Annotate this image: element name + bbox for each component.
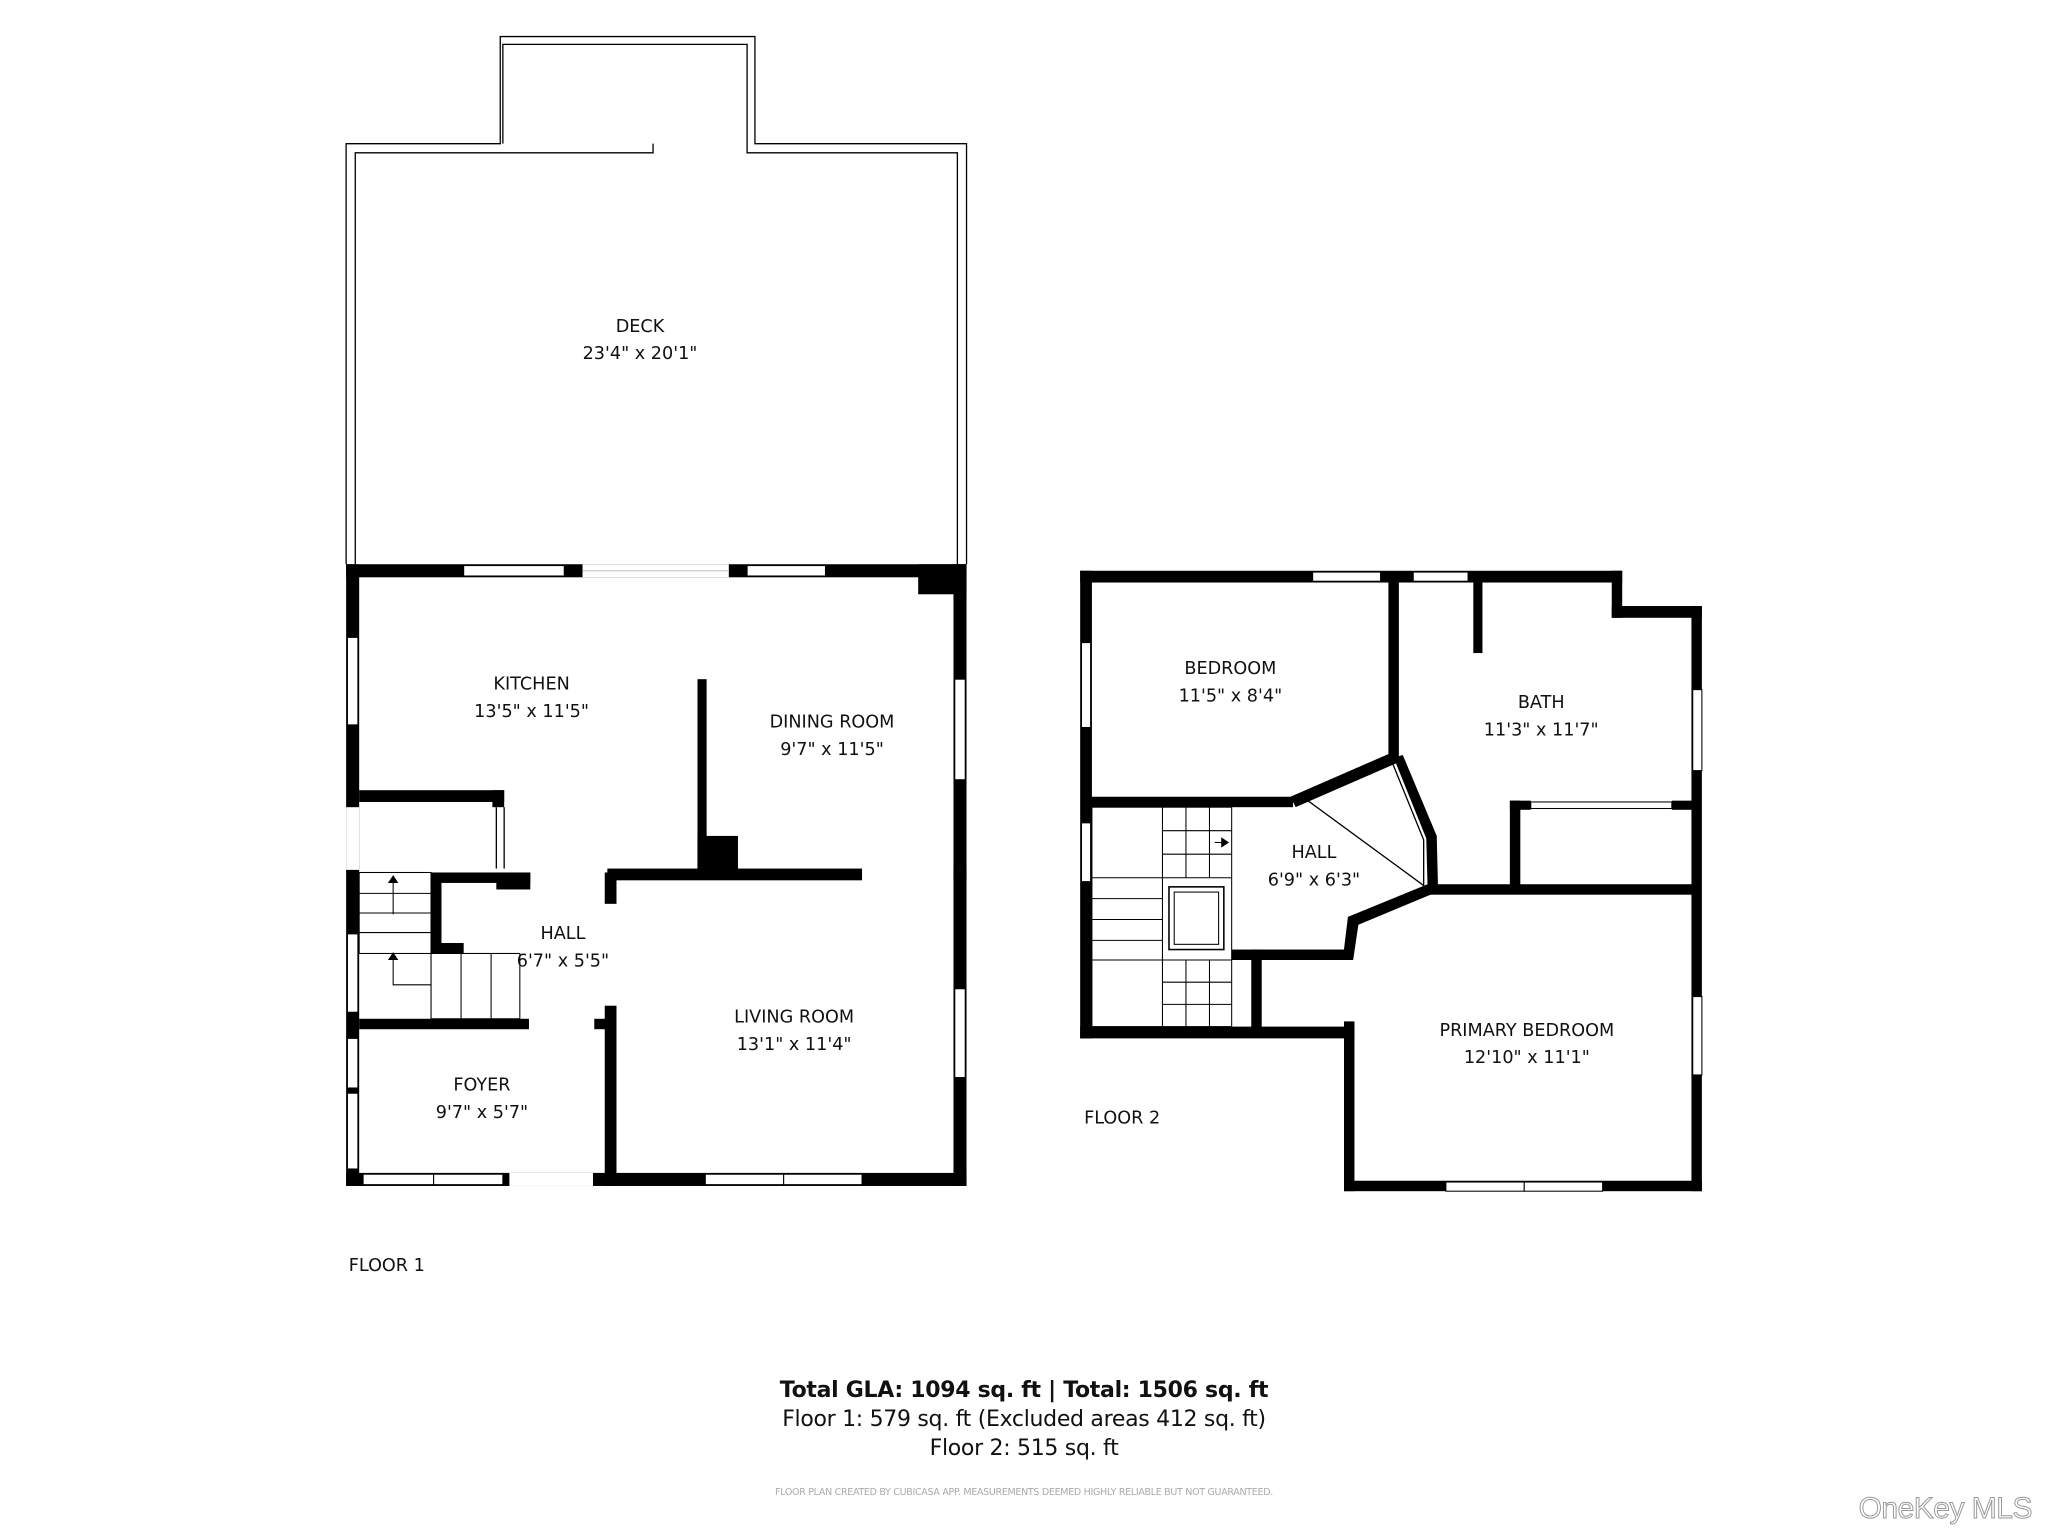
window bbox=[954, 988, 966, 1079]
wall bbox=[918, 564, 967, 595]
window bbox=[1523, 1181, 1604, 1192]
closet-opening bbox=[1530, 801, 1673, 810]
floor-2-plan: BEDROOM 11'5" x 8'4" BATH 11'3" x 11'7" … bbox=[1080, 570, 1703, 1192]
room-size-foyer: 9'7" x 5'7" bbox=[436, 1103, 528, 1123]
room-size-bath: 11'3" x 11'7" bbox=[1484, 720, 1599, 740]
room-size-kitchen: 13'5" x 11'5" bbox=[474, 702, 589, 722]
room-size-hall: 6'7" x 5'5" bbox=[517, 952, 609, 972]
room-label-living-room: LIVING ROOM bbox=[734, 1008, 854, 1028]
wall bbox=[1509, 800, 1521, 887]
window bbox=[346, 1037, 359, 1089]
floor-2-label: FLOOR 2 bbox=[1084, 1108, 1160, 1128]
floor-1-label: FLOOR 1 bbox=[349, 1256, 425, 1276]
wall bbox=[1393, 754, 1439, 889]
wall bbox=[1344, 1021, 1355, 1192]
wall bbox=[1090, 796, 1294, 808]
window bbox=[1312, 571, 1382, 582]
wall bbox=[1388, 582, 1399, 758]
room-label-dining-room: DINING ROOM bbox=[770, 713, 895, 733]
window bbox=[1080, 822, 1092, 883]
total-area: Total GLA: 1094 sq. ft | Total: 1506 sq.… bbox=[779, 1378, 1269, 1403]
window bbox=[1692, 689, 1703, 772]
wall bbox=[359, 1018, 529, 1030]
wall bbox=[697, 679, 707, 873]
deck-outline-outer bbox=[345, 35, 968, 565]
window bbox=[1692, 996, 1703, 1076]
stairs bbox=[358, 871, 521, 1020]
room-label-hall: HALL bbox=[540, 924, 585, 944]
wall bbox=[953, 868, 967, 881]
window bbox=[1445, 1181, 1525, 1192]
window bbox=[954, 678, 966, 781]
window bbox=[1412, 571, 1469, 582]
wall bbox=[1691, 606, 1702, 1192]
wall bbox=[492, 790, 505, 808]
window bbox=[1080, 642, 1092, 729]
room-label-foyer: FOYER bbox=[453, 1076, 510, 1096]
wall bbox=[604, 872, 617, 904]
window bbox=[346, 636, 359, 726]
front-door-opening bbox=[509, 1172, 593, 1186]
wall bbox=[496, 872, 531, 890]
window bbox=[746, 565, 826, 577]
wall bbox=[604, 1005, 617, 1186]
room-size-hall-2: 6'9" x 6'3" bbox=[1268, 871, 1360, 891]
room-label-bedroom: BEDROOM bbox=[1184, 659, 1276, 679]
wall bbox=[1427, 884, 1693, 895]
window bbox=[433, 1173, 504, 1186]
window bbox=[463, 565, 565, 577]
wall bbox=[1611, 570, 1623, 618]
window bbox=[362, 1173, 435, 1186]
wall bbox=[431, 872, 442, 954]
wall bbox=[1473, 582, 1483, 654]
floor-1-area: Floor 1: 579 sq. ft (Excluded areas 412 … bbox=[782, 1407, 1266, 1432]
room-label-kitchen: KITCHEN bbox=[493, 675, 569, 695]
wall bbox=[1231, 949, 1344, 960]
wall bbox=[1509, 800, 1531, 810]
room-label-primary-bedroom: PRIMARY BEDROOM bbox=[1439, 1021, 1614, 1041]
wall bbox=[431, 943, 464, 954]
floor-1-plan: DECK 23'4" x 20'1" KITCHEN 13'5" x 11'5"… bbox=[345, 35, 968, 1276]
window bbox=[704, 1173, 785, 1186]
wall bbox=[431, 872, 531, 883]
room-size-living-room: 13'1" x 11'4" bbox=[737, 1035, 852, 1055]
wall bbox=[1080, 1026, 1355, 1039]
wall bbox=[1290, 752, 1398, 808]
wall bbox=[359, 790, 505, 802]
deck-outline-inner bbox=[354, 43, 959, 565]
room-label-hall-2: HALL bbox=[1291, 843, 1336, 863]
room-size-primary-bedroom: 12'10" x 11'1" bbox=[1464, 1048, 1590, 1068]
wall bbox=[1611, 606, 1702, 618]
wall bbox=[594, 1018, 614, 1030]
wall bbox=[1080, 570, 1092, 1039]
wall-opening bbox=[1304, 761, 1425, 887]
wall bbox=[607, 868, 863, 881]
room-size-dining-room: 9'7" x 11'5" bbox=[780, 740, 884, 760]
floor-2-area: Floor 2: 515 sq. ft bbox=[929, 1436, 1119, 1461]
stair-arrow-icon bbox=[387, 952, 399, 960]
wall bbox=[1671, 800, 1693, 810]
wall bbox=[1251, 949, 1262, 1028]
room-label-bath: BATH bbox=[1518, 693, 1565, 713]
stair-arrow-icon bbox=[387, 875, 399, 883]
window bbox=[346, 933, 359, 1013]
room-size-bedroom: 11'5" x 8'4" bbox=[1179, 686, 1283, 706]
stairs bbox=[1091, 806, 1233, 1028]
window bbox=[783, 1173, 863, 1186]
stair-arrow-icon bbox=[1221, 837, 1230, 848]
window bbox=[346, 1092, 359, 1170]
door-opening bbox=[346, 807, 360, 870]
area-summary: Total GLA: 1094 sq. ft | Total: 1506 sq.… bbox=[0, 1376, 2048, 1463]
room-size-deck: 23'4" x 20'1" bbox=[583, 344, 698, 364]
disclaimer: FLOOR PLAN CREATED BY CUBICASA APP. MEAS… bbox=[775, 1487, 1273, 1498]
wall bbox=[1342, 884, 1437, 960]
room-label-deck: DECK bbox=[616, 317, 665, 337]
watermark-logo: OneKey MLS bbox=[1858, 1492, 2033, 1526]
